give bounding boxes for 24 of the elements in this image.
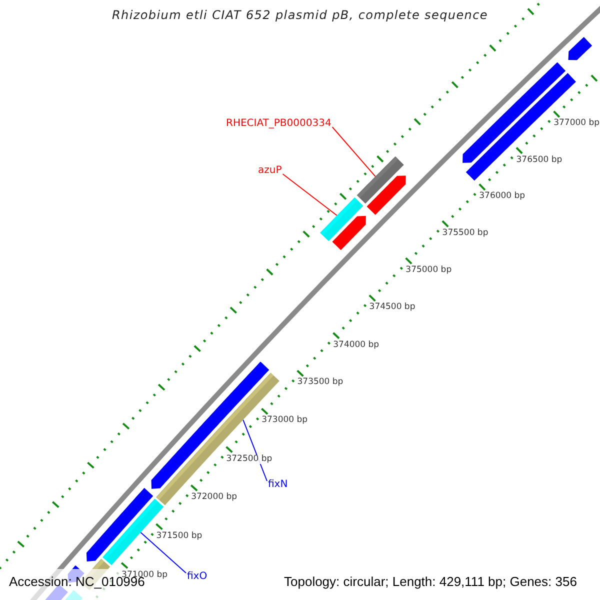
tick-label: 371500 bp <box>156 532 202 541</box>
leader-line <box>140 532 186 574</box>
gene-label: RHECIAT_PB0000334 <box>226 118 332 129</box>
gene-label: azuP <box>258 165 282 176</box>
tick-label: 374500 bp <box>369 303 416 312</box>
gene-label: fixO <box>187 571 208 582</box>
tick-label: 376500 bp <box>516 156 562 165</box>
tick-label: 372500 bp <box>226 454 272 464</box>
tick-label: 372000 bp <box>191 492 238 502</box>
tick-label: 377000 bp <box>554 119 600 129</box>
leader-line <box>242 419 268 482</box>
leader-line <box>332 126 376 177</box>
footer-text: Topology: circular; Length: 429,111 bp; Genes: 356 <box>284 575 577 590</box>
gene-bar <box>356 156 404 204</box>
tick-label: 373500 bp <box>297 378 344 388</box>
tick-label: 376000 bp <box>479 192 526 202</box>
gene-label: fixN <box>268 479 288 490</box>
tick-label: 375000 bp <box>406 266 452 276</box>
tick-label: 375500 bp <box>442 228 488 238</box>
title: Rhizobium etli CIAT 652 plasmid pB, complete sequence <box>111 9 489 22</box>
gene-bar <box>320 197 364 242</box>
leader-line <box>282 174 338 216</box>
tick-label: 373000 bp <box>262 416 308 426</box>
tick-label: 374000 bp <box>333 340 380 350</box>
